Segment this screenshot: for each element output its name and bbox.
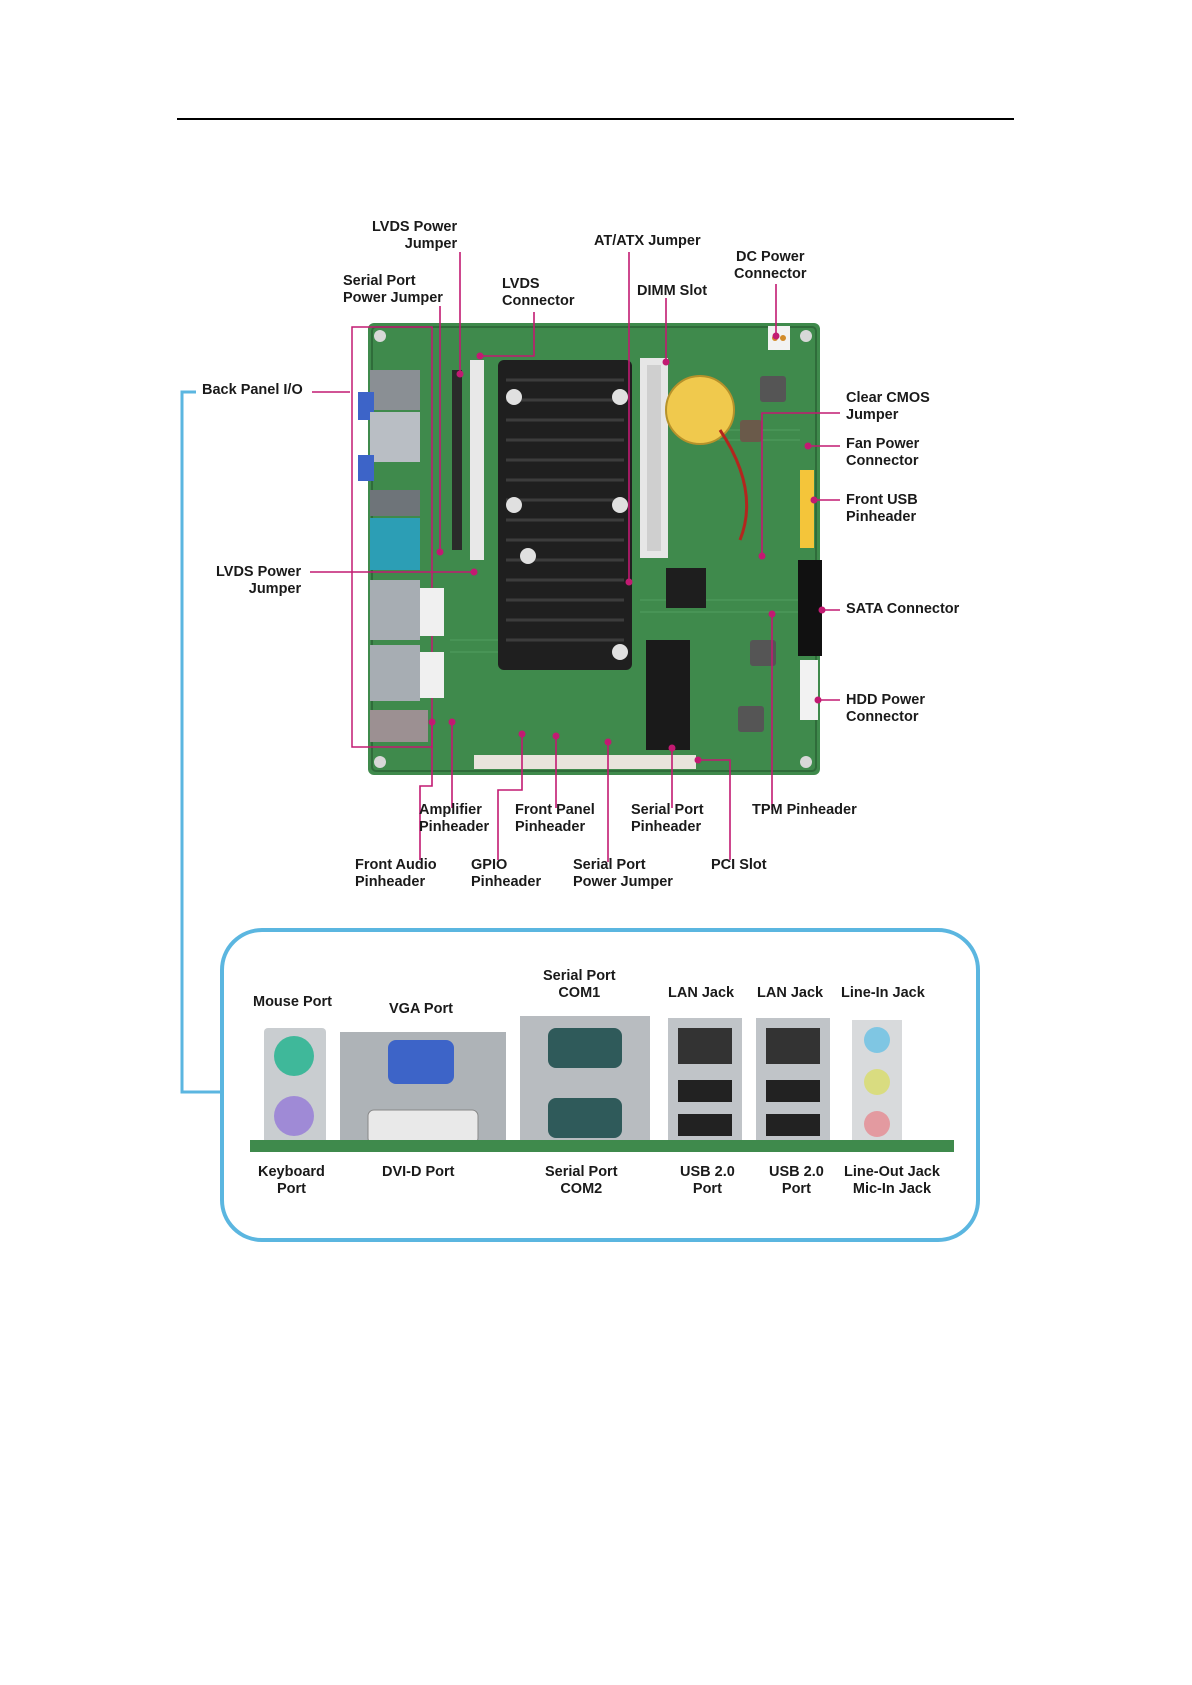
cmos-battery — [665, 375, 735, 445]
io-callout-connector — [180, 390, 222, 1094]
dimm-slot — [640, 358, 668, 558]
io-board-edge — [250, 1140, 954, 1152]
label-back-panel-io: Back Panel I/O — [202, 382, 303, 398]
lan-usb-stack-2 — [756, 1018, 830, 1148]
vga-dvi-ports — [340, 1032, 506, 1152]
label-pci-slot: PCI Slot — [711, 857, 767, 873]
lvds-connector — [470, 360, 484, 560]
label-lan-jack-1: LAN Jack — [668, 985, 735, 1001]
hdd-power-connector — [800, 660, 818, 720]
label-mouse-port: Mouse Port — [253, 994, 332, 1010]
leader-lines — [310, 252, 840, 862]
sata-connector — [798, 560, 822, 656]
label-lan-jack-2: LAN Jack — [757, 985, 824, 1001]
audio-jacks — [852, 1020, 902, 1148]
label-at-atx-jumper: AT/ATX Jumper — [594, 233, 701, 249]
label-dvi-d-port: DVI-D Port — [382, 1164, 455, 1180]
label-tpm-pinheader: TPM Pinheader — [752, 802, 857, 818]
label-dimm-slot: DIMM Slot — [637, 283, 708, 299]
leader-dots — [428, 332, 826, 764]
label-vga-port: VGA Port — [389, 1001, 453, 1017]
pci-slot — [474, 755, 696, 769]
label-sata-connector: SATA Connector — [846, 601, 960, 617]
back-panel-io-block — [351, 326, 444, 748]
lan-usb-stack-1 — [668, 1018, 742, 1148]
label-line-in-jack: Line-In Jack — [841, 985, 925, 1001]
serial-port-pinheader-block — [646, 640, 690, 750]
heatsink — [498, 360, 632, 670]
serial-ports — [520, 1016, 650, 1146]
dc-power-connector — [768, 326, 790, 350]
ps2-ports — [264, 1028, 326, 1148]
header-rule — [177, 118, 1014, 120]
front-usb-pinheader — [800, 470, 814, 548]
chipset — [666, 568, 706, 608]
